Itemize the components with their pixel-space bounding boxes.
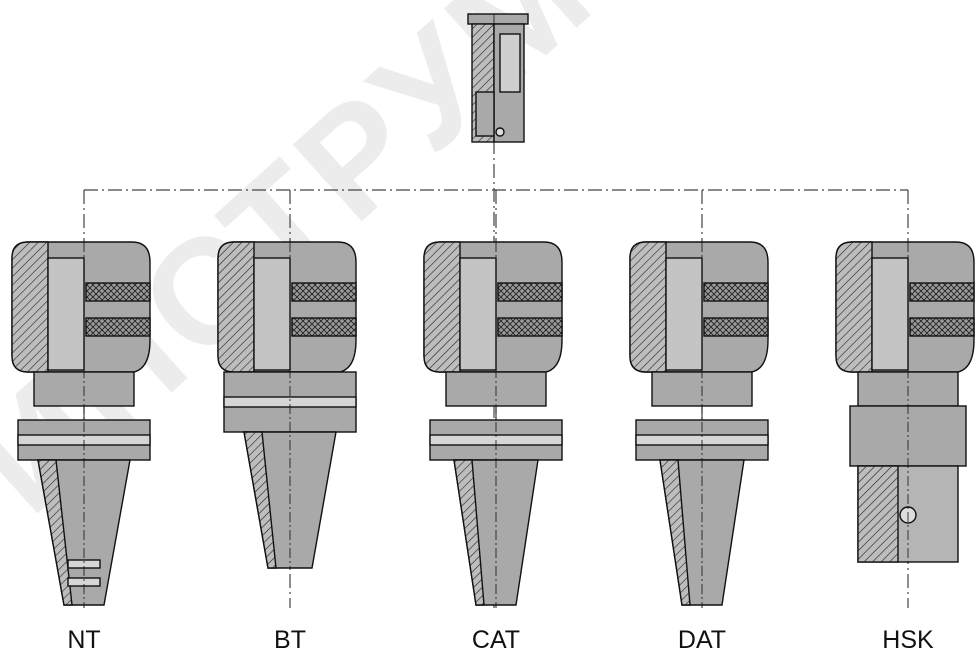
- knurl-band-upper: [497, 282, 563, 302]
- knurl-band-lower: [85, 317, 151, 337]
- inner-bore: [253, 257, 291, 371]
- holder-cat: [423, 241, 563, 606]
- holder-nt: [11, 241, 151, 606]
- nut-section: [835, 241, 873, 373]
- holder-dat: [629, 241, 769, 606]
- knurl-band-upper: [909, 282, 975, 302]
- collet-cartridge: [467, 13, 529, 143]
- knurl-band-lower: [497, 317, 563, 337]
- tool-holders: [11, 241, 975, 606]
- knurl-band-lower: [703, 317, 769, 337]
- holder-label-hsk: HSK: [882, 626, 934, 654]
- knurl-band-upper: [291, 282, 357, 302]
- knurl-band-upper: [703, 282, 769, 302]
- inner-bore: [459, 257, 497, 371]
- shank-section: [37, 459, 73, 606]
- nut-section: [11, 241, 49, 373]
- knurl-band-lower: [909, 317, 975, 337]
- knurl-band-upper: [85, 282, 151, 302]
- holder-label-cat: CAT: [472, 626, 520, 654]
- holder-label-dat: DAT: [678, 626, 726, 654]
- inner-bore: [47, 257, 85, 371]
- holder-bt: [217, 241, 357, 569]
- shank-section: [857, 465, 899, 563]
- holder-hsk: [835, 241, 975, 563]
- knurl-band-lower: [291, 317, 357, 337]
- nut-section: [629, 241, 667, 373]
- shank-section: [659, 459, 691, 606]
- shank-section: [243, 431, 277, 569]
- nut-section: [423, 241, 461, 373]
- holder-label-nt: NT: [67, 626, 100, 654]
- shank-section: [453, 459, 485, 606]
- inner-bore: [665, 257, 703, 371]
- holder-label-bt: BT: [274, 626, 306, 654]
- inner-bore: [871, 257, 909, 371]
- nut-section: [217, 241, 255, 373]
